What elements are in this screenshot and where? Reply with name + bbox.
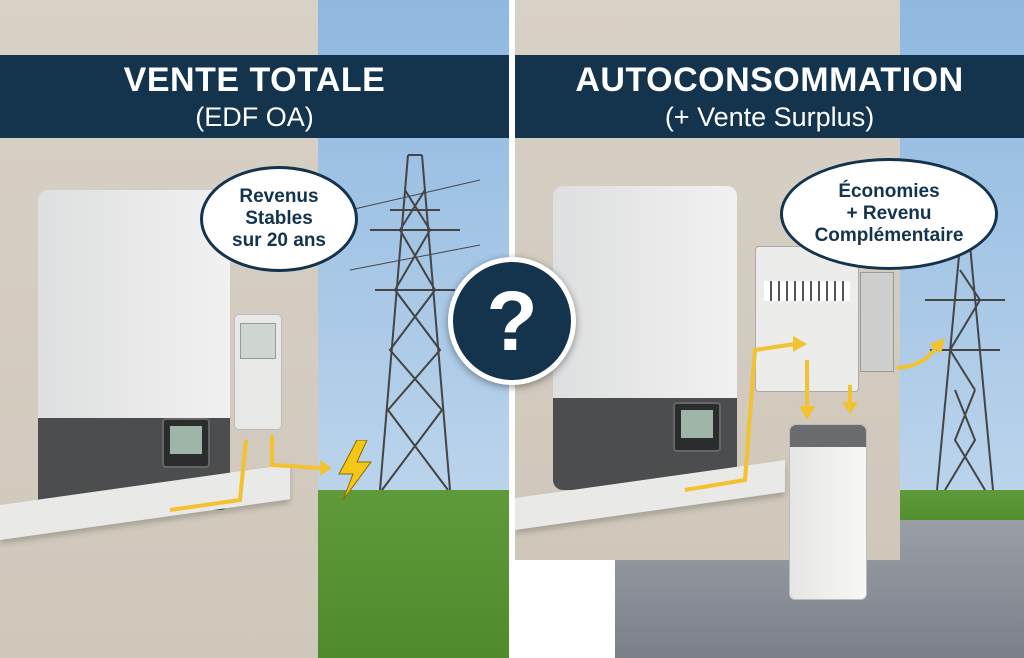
bubble-line: Revenus	[239, 186, 319, 208]
battery	[789, 424, 867, 600]
bubble-line: + Revenu	[846, 203, 932, 225]
pylon-icon	[350, 154, 480, 491]
electric-meter	[234, 314, 282, 430]
bubble-line: Complémentaire	[814, 224, 964, 246]
banner-autoconsommation: AUTOCONSOMMATION (+ Vente Surplus)	[515, 55, 1024, 138]
electrical-panel	[755, 246, 859, 392]
bubble-line: Stables	[245, 208, 313, 230]
inverter	[553, 186, 737, 398]
banner-vente-totale: VENTE TOTALE (EDF OA)	[0, 55, 509, 138]
bubble-line: Économies	[838, 181, 940, 203]
lightning-bolt-icon	[338, 440, 372, 500]
speech-bubble: Revenus Stables sur 20 ans	[200, 166, 358, 272]
inverter	[38, 190, 230, 418]
panel-autoconsommation: AUTOCONSOMMATION (+ Vente Surplus) Écono…	[515, 0, 1024, 658]
energy-arrow-icon	[684, 336, 945, 492]
panel-vente-totale: VENTE TOTALE (EDF OA) Revenus Stables su…	[0, 0, 509, 658]
bubble-line: sur 20 ans	[232, 229, 326, 251]
grass	[318, 490, 509, 658]
inverter-display	[162, 418, 210, 468]
subtitle: (EDF OA)	[195, 102, 314, 132]
energy-arrow-icon	[169, 435, 332, 512]
speech-bubble: Économies + Revenu Complémentaire	[780, 158, 998, 270]
subtitle: (+ Vente Surplus)	[664, 102, 875, 132]
title: VENTE TOTALE	[123, 61, 386, 99]
pylon-icon	[925, 244, 1005, 491]
inverter-display	[673, 402, 721, 452]
title: AUTOCONSOMMATION	[575, 61, 964, 99]
question-mark-icon: ?	[448, 257, 576, 385]
panel-door	[860, 272, 894, 372]
